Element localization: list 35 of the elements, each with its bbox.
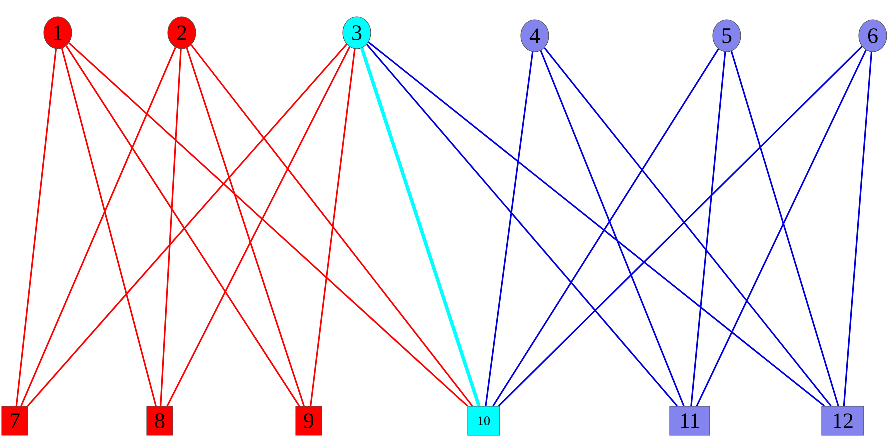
square-node: 8 <box>146 406 174 436</box>
square-node: 10 <box>468 406 500 436</box>
edge-line <box>27 44 348 407</box>
circle-node: 1 <box>44 16 72 50</box>
edge-line <box>843 52 873 406</box>
edge-line <box>190 44 474 407</box>
edge-line <box>20 47 176 406</box>
edge-line <box>544 48 832 407</box>
edge-line <box>492 48 720 407</box>
edge-line <box>690 52 726 406</box>
circle-node: 4 <box>520 20 550 52</box>
edge-line <box>310 49 356 406</box>
square-node: 11 <box>670 406 710 436</box>
edge-line <box>368 42 826 407</box>
circle-node: 6 <box>858 20 888 52</box>
edge-line <box>68 42 468 407</box>
edge-line <box>160 49 182 406</box>
edge-line <box>485 52 534 406</box>
edge-line <box>696 50 867 407</box>
square-node: 9 <box>296 406 322 436</box>
circle-node: 3 <box>342 16 372 50</box>
edge-line <box>186 48 305 406</box>
square-node: 12 <box>822 406 864 436</box>
edge-line <box>498 46 863 407</box>
edge-line <box>166 46 351 407</box>
edge-line <box>360 48 481 407</box>
edge-line <box>540 50 685 406</box>
edge-line <box>366 44 678 407</box>
circle-node: 2 <box>168 16 196 50</box>
edge-line <box>61 48 157 406</box>
edge-line <box>730 51 840 406</box>
square-node: 7 <box>2 406 28 436</box>
edge-line <box>16 49 58 406</box>
edge-line <box>66 46 300 407</box>
circle-node: 5 <box>712 20 742 52</box>
